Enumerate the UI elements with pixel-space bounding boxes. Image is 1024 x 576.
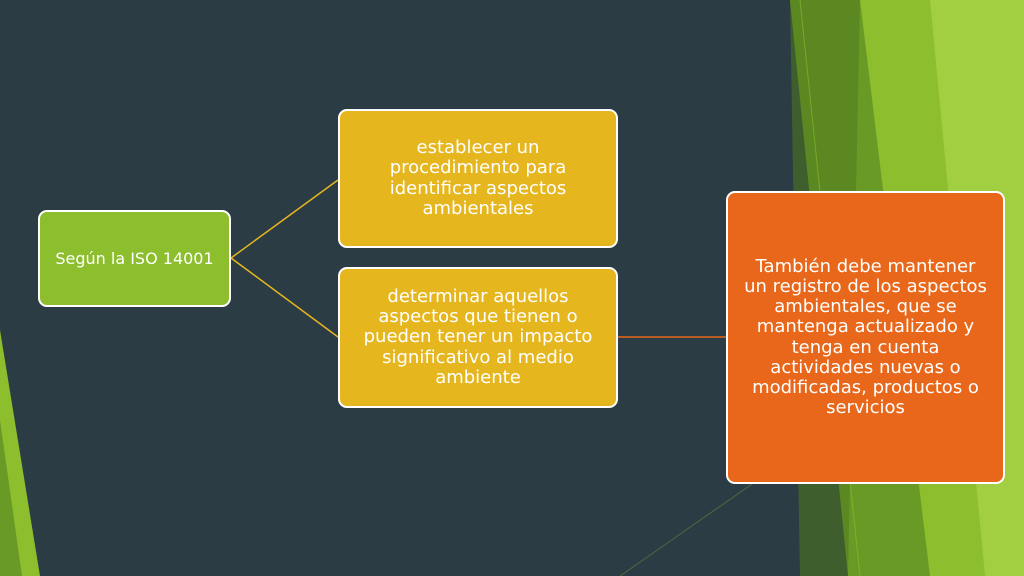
root-node-label: Según la ISO 14001 — [55, 248, 214, 268]
branch-node-1: establecer un procedimiento para identif… — [338, 109, 618, 248]
branch-node-1-label: establecer un procedimiento para identif… — [389, 137, 567, 219]
leaf-node-label: También debe mantener un registro de los… — [744, 255, 987, 418]
branch-node-2: determinar aquellos aspectos que tienen … — [338, 267, 618, 408]
connector-root-to-branch-2 — [230, 257, 339, 338]
root-node: Según la ISO 14001 — [38, 210, 231, 307]
branch-node-2-label: determinar aquellos aspectos que tienen … — [363, 286, 593, 388]
green-facet-left-dark — [0, 420, 22, 576]
leaf-node: También debe mantener un registro de los… — [726, 191, 1005, 484]
connector-root-to-branch-1 — [230, 179, 339, 259]
